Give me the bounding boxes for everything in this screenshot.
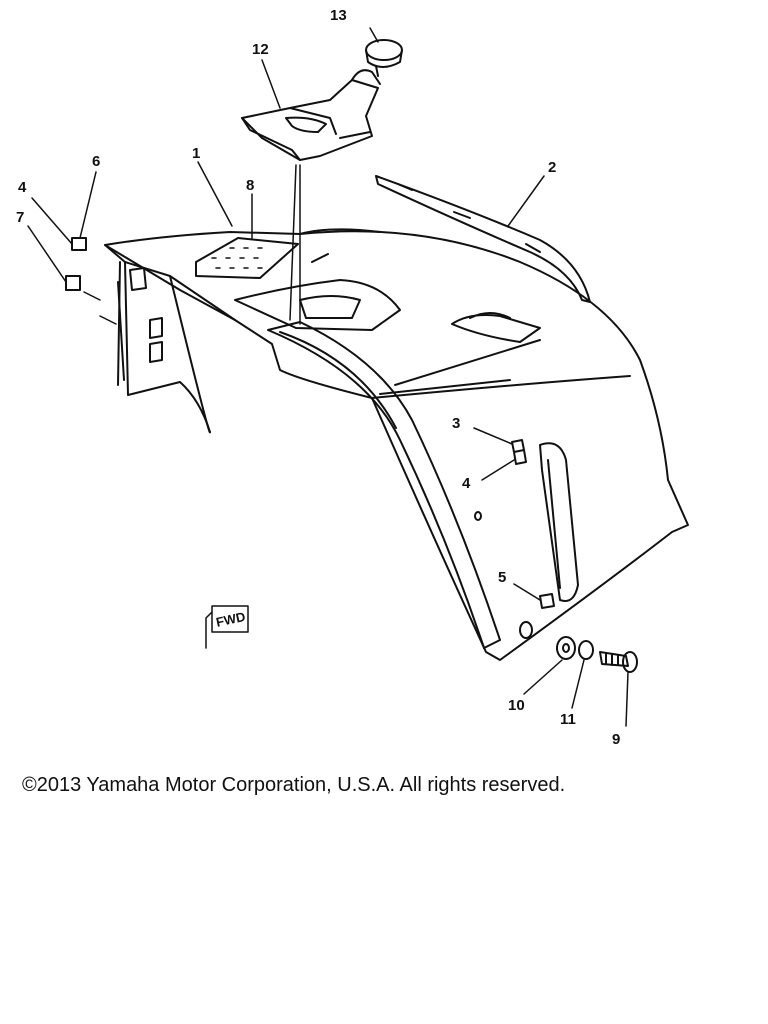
trim-strip-part [376,176,590,302]
rail-part [268,322,500,648]
callout-7: 7 [16,209,24,226]
cap-part [366,40,402,76]
leader-lines [28,28,628,726]
callout-9: 9 [612,731,620,748]
callout-10: 10 [508,697,525,714]
copyright-notice: ©2013 Yamaha Motor Corporation, U.S.A. A… [22,774,566,796]
body-cover-part [105,229,688,660]
assembly-guide-line [290,165,296,320]
callout-11: 11 [560,711,576,728]
clip-guide [84,292,116,324]
lock-washer-part [579,641,593,659]
callout-6: 6 [92,153,100,170]
clip-part [540,594,554,608]
callout-4: 4 [18,179,27,196]
mount-hole [520,622,532,638]
clip-part [512,440,526,464]
parts-exploded-diagram: 1 2 3 4 4 5 6 7 8 9 10 11 12 13 FWD [16,7,768,748]
forward-label: FWD [215,609,247,630]
callout-4: 4 [462,475,471,492]
callout-13: 13 [330,7,347,24]
clip-part [72,238,86,250]
vent-slot [540,443,578,601]
clip-part [66,276,80,290]
callout-8: 8 [246,177,254,194]
washer-part [557,637,575,659]
callout-5: 5 [498,569,506,586]
callout-2: 2 [548,159,556,176]
tray-opening [235,254,400,330]
cushion-part [452,313,540,342]
mount-hole [475,512,481,520]
callout-1: 1 [192,145,200,162]
filler-neck-part [242,70,380,160]
forward-arrow-icon [206,606,248,648]
mat-part [196,238,298,278]
bolt-part [600,652,637,672]
callout-3: 3 [452,415,460,432]
callout-12: 12 [252,41,269,58]
